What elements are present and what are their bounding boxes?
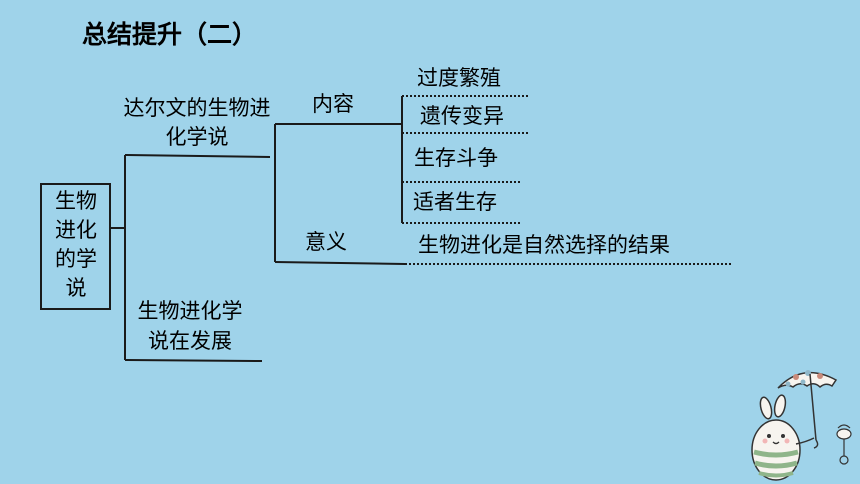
- umbrella-bunny-illustration: [751, 370, 852, 481]
- underline-developing: [124, 359, 263, 362]
- significance-item: 生物进化是自然选择的结果: [418, 233, 670, 257]
- root-label: 生物进化的学说: [55, 189, 97, 300]
- branch-developing: 生物进化学说在发展: [137, 299, 243, 353]
- content-item: 遗传变异: [420, 104, 504, 128]
- underline-darwin: [124, 154, 271, 158]
- content-item: 适者生存: [413, 190, 497, 214]
- content-item: 生存斗争: [414, 146, 498, 170]
- branch-darwin: 达尔文的生物进化学说: [123, 96, 271, 149]
- content-item: 过度繁殖: [417, 66, 501, 90]
- node-significance: 意义: [305, 230, 347, 254]
- underline-significance: [274, 261, 406, 265]
- slide-title: 总结提升（二）: [82, 20, 258, 49]
- root-box: [40, 183, 111, 310]
- node-content: 内容: [312, 92, 354, 116]
